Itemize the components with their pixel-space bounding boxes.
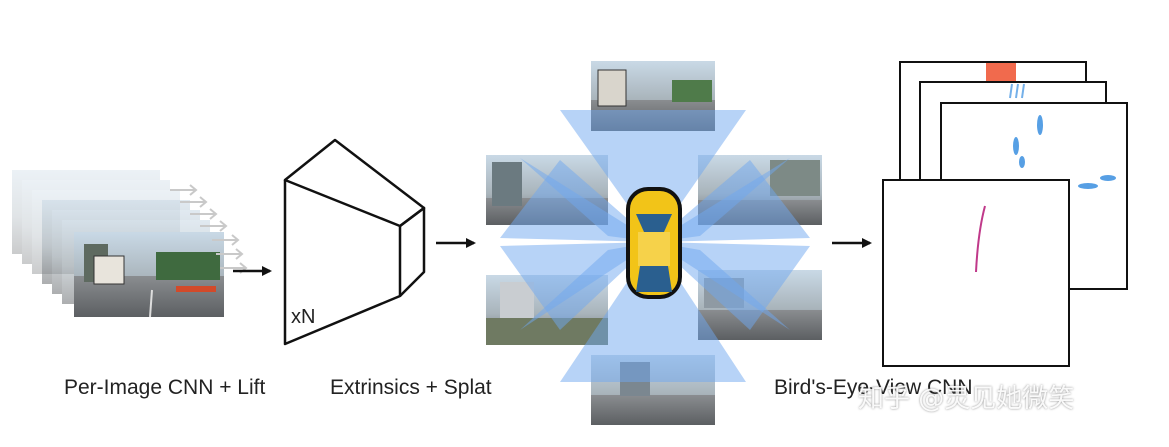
bev-map-1	[882, 179, 1070, 367]
front-image	[74, 232, 224, 318]
depth-multiplier-label: xN	[291, 306, 315, 328]
ego-car-icon	[626, 187, 682, 299]
camera-frustums	[500, 110, 810, 382]
lift-frustum	[283, 138, 426, 346]
per-image-cnn-label: Per-Image CNN + Lift	[64, 376, 266, 399]
splat-view	[486, 61, 822, 425]
watermark: 知乎 @灵见她微笑	[858, 384, 1075, 414]
input-image-stack	[12, 170, 248, 318]
bev-output-stack	[882, 61, 1128, 367]
bev-cnn-label: Bird's-Eye-View CNN	[774, 376, 973, 399]
splat-label: Extrinsics + Splat	[330, 376, 492, 399]
